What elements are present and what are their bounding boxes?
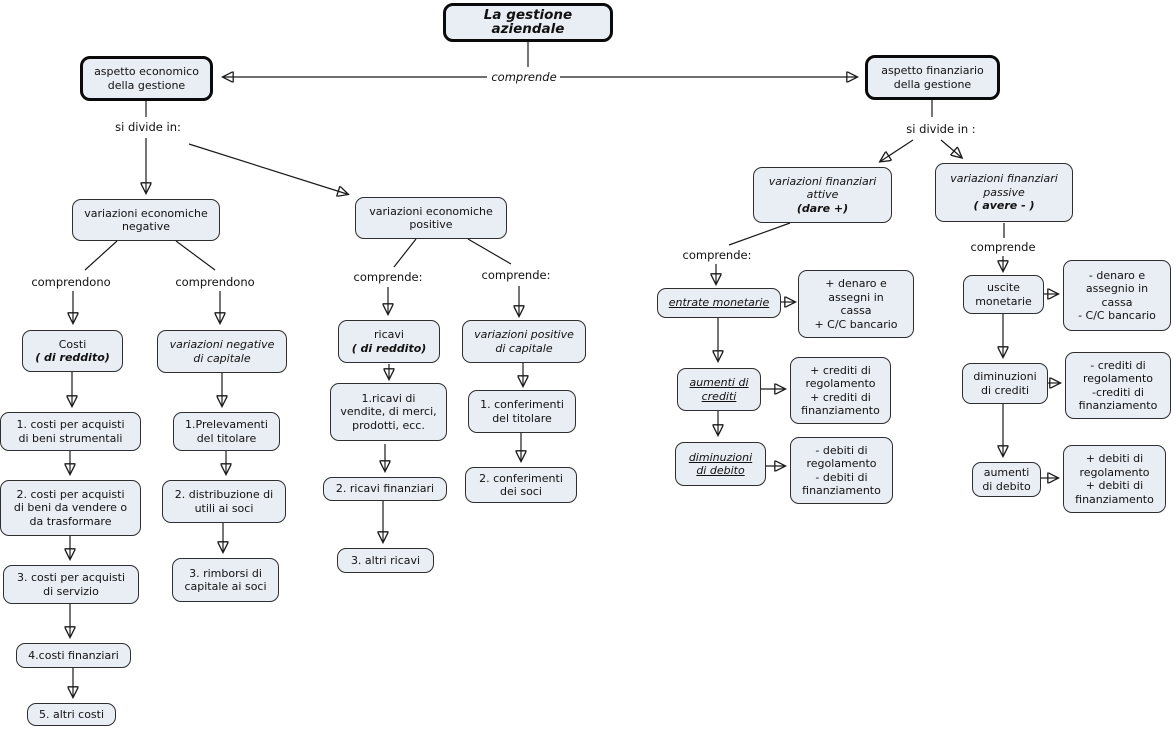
node-debiti-meno: - debiti di regolamento - debiti di fina… <box>790 437 893 504</box>
label-comprendono-1: comprendono <box>31 275 111 289</box>
node-prelevamenti-titolare: 1.Prelevamenti del titolare <box>173 412 280 451</box>
costi-line2: ( di reddito) <box>35 351 110 364</box>
node-diminuzioni-di-debito: diminuzioni di debito <box>675 442 766 486</box>
label-comprende-ricavi: comprende: <box>353 270 423 284</box>
node-ricavi-di-reddito: ricavi ( di reddito) <box>338 320 440 363</box>
label-si-divide-in-right: si divide in : <box>906 122 976 136</box>
attive-line2: (dare +) <box>796 201 849 215</box>
label-si-divide-in-left: si divide in: <box>115 120 181 134</box>
passive-line2: ( avere - ) <box>973 199 1035 213</box>
label-comprende-capitale-pos: comprende: <box>481 268 551 282</box>
node-costi-di-reddito: Costi ( di reddito) <box>22 330 123 372</box>
node-costi-4: 4.costi finanziari <box>16 643 131 668</box>
ricavi-line1: ricavi <box>374 328 404 341</box>
node-crediti-piu: + crediti di regolamento + crediti di fi… <box>790 357 891 424</box>
passive-line1: variazioni finanziari passive <box>950 172 1058 199</box>
node-aumenti-di-crediti: aumenti di crediti <box>677 368 761 411</box>
label-comprende-passive: comprende <box>970 240 1036 254</box>
node-debiti-piu: + debiti di regolamento + debiti di fina… <box>1063 445 1166 513</box>
node-variazioni-positive-di-capitale: variazioni positive di capitale <box>462 320 586 363</box>
node-ricavi-1: 1.ricavi di vendite, di merci, prodotti,… <box>330 383 447 441</box>
node-crediti-meno: - crediti di regolamento -crediti di fin… <box>1065 352 1171 419</box>
node-rimborsi-capitale: 3. rimborsi di capitale ai soci <box>172 558 279 602</box>
node-aspetto-finanziario: aspetto finanziario della gestione <box>865 55 1000 100</box>
node-costi-5: 5. altri costi <box>27 703 116 726</box>
node-variazioni-finanziari-passive: variazioni finanziari passive ( avere - … <box>935 163 1073 222</box>
node-denaro-assegni-piu: + denaro e assegni in cassa + C/C bancar… <box>798 270 914 338</box>
attive-line1: variazioni finanziari attive <box>768 174 877 202</box>
node-variazioni-economiche-negative: variazioni economiche negative <box>72 199 220 241</box>
node-aspetto-economico: aspetto economico della gestione <box>80 56 213 101</box>
node-denaro-assegni-meno: - denaro e assegnio in cassa - C/C banca… <box>1063 260 1171 331</box>
node-costi-2: 2. costi per acquisti di beni da vendere… <box>0 480 141 536</box>
node-ricavi-3: 3. altri ricavi <box>337 548 434 573</box>
node-variazioni-negative-di-capitale: variazioni negative di capitale <box>157 330 287 373</box>
label-comprende-top: comprende <box>491 70 557 84</box>
label-comprendono-2: comprendono <box>175 275 255 289</box>
node-aumenti-di-debito: aumenti di debito <box>972 462 1041 497</box>
ricavi-line2: ( di reddito) <box>351 341 427 355</box>
node-uscite-monetarie: uscite monetarie <box>963 275 1044 314</box>
node-entrate-monetarie: entrate monetarie <box>657 288 781 318</box>
costi-line1: Costi <box>58 337 87 351</box>
node-costi-3: 3. costi per acquisti di servizio <box>3 565 139 604</box>
node-distribuzione-utili: 2. distribuzione di utili ai soci <box>162 480 286 523</box>
node-la-gestione-aziendale: La gestione aziendale <box>443 3 613 42</box>
node-variazioni-finanziari-attive: variazioni finanziari attive (dare +) <box>753 167 892 223</box>
node-costi-1: 1. costi per acquisti di beni strumental… <box>0 412 141 451</box>
label-comprende-attive: comprende: <box>682 248 752 262</box>
node-variazioni-economiche-positive: variazioni economiche positive <box>355 197 507 239</box>
node-ricavi-2: 2. ricavi finanziari <box>323 477 447 501</box>
node-conferimenti-soci: 2. conferimenti dei soci <box>465 467 577 503</box>
node-diminuzioni-di-crediti: diminuzioni di crediti <box>962 363 1048 404</box>
node-conferimenti-titolare: 1. conferimenti del titolare <box>468 390 576 433</box>
